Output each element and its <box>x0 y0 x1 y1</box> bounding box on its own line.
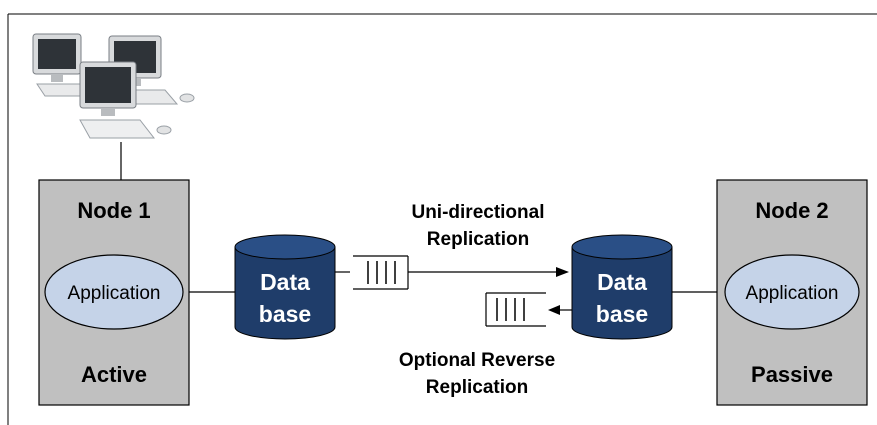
computer-cluster-icon <box>32 33 195 139</box>
reverse-label-line1: Optional Reverse <box>399 350 555 371</box>
node2-title: Node 2 <box>755 198 828 223</box>
node1-application-label: Application <box>68 283 161 304</box>
node1-application-ellipse <box>44 254 184 330</box>
database2-icon <box>571 234 673 340</box>
forward-queue-icon <box>353 255 409 290</box>
node1-title: Node 1 <box>77 198 150 223</box>
node2-state: Passive <box>751 362 833 387</box>
forward-label-line1: Uni-directional <box>411 202 544 223</box>
reverse-label-line2: Replication <box>426 377 528 398</box>
forward-arrow-head <box>556 267 569 277</box>
db2-label-line1: Data <box>597 269 647 295</box>
db2-label-line2: base <box>596 301 648 327</box>
db1-label-line2: base <box>259 301 311 327</box>
node1-state: Active <box>81 362 147 387</box>
node2-application-label: Application <box>746 283 839 304</box>
db1-label-line1: Data <box>260 269 310 295</box>
database1-icon <box>234 234 336 340</box>
node2-application-ellipse <box>724 254 860 330</box>
reverse-arrow-head <box>548 305 560 315</box>
reverse-queue-icon <box>485 292 546 327</box>
forward-label-line2: Replication <box>427 229 529 250</box>
